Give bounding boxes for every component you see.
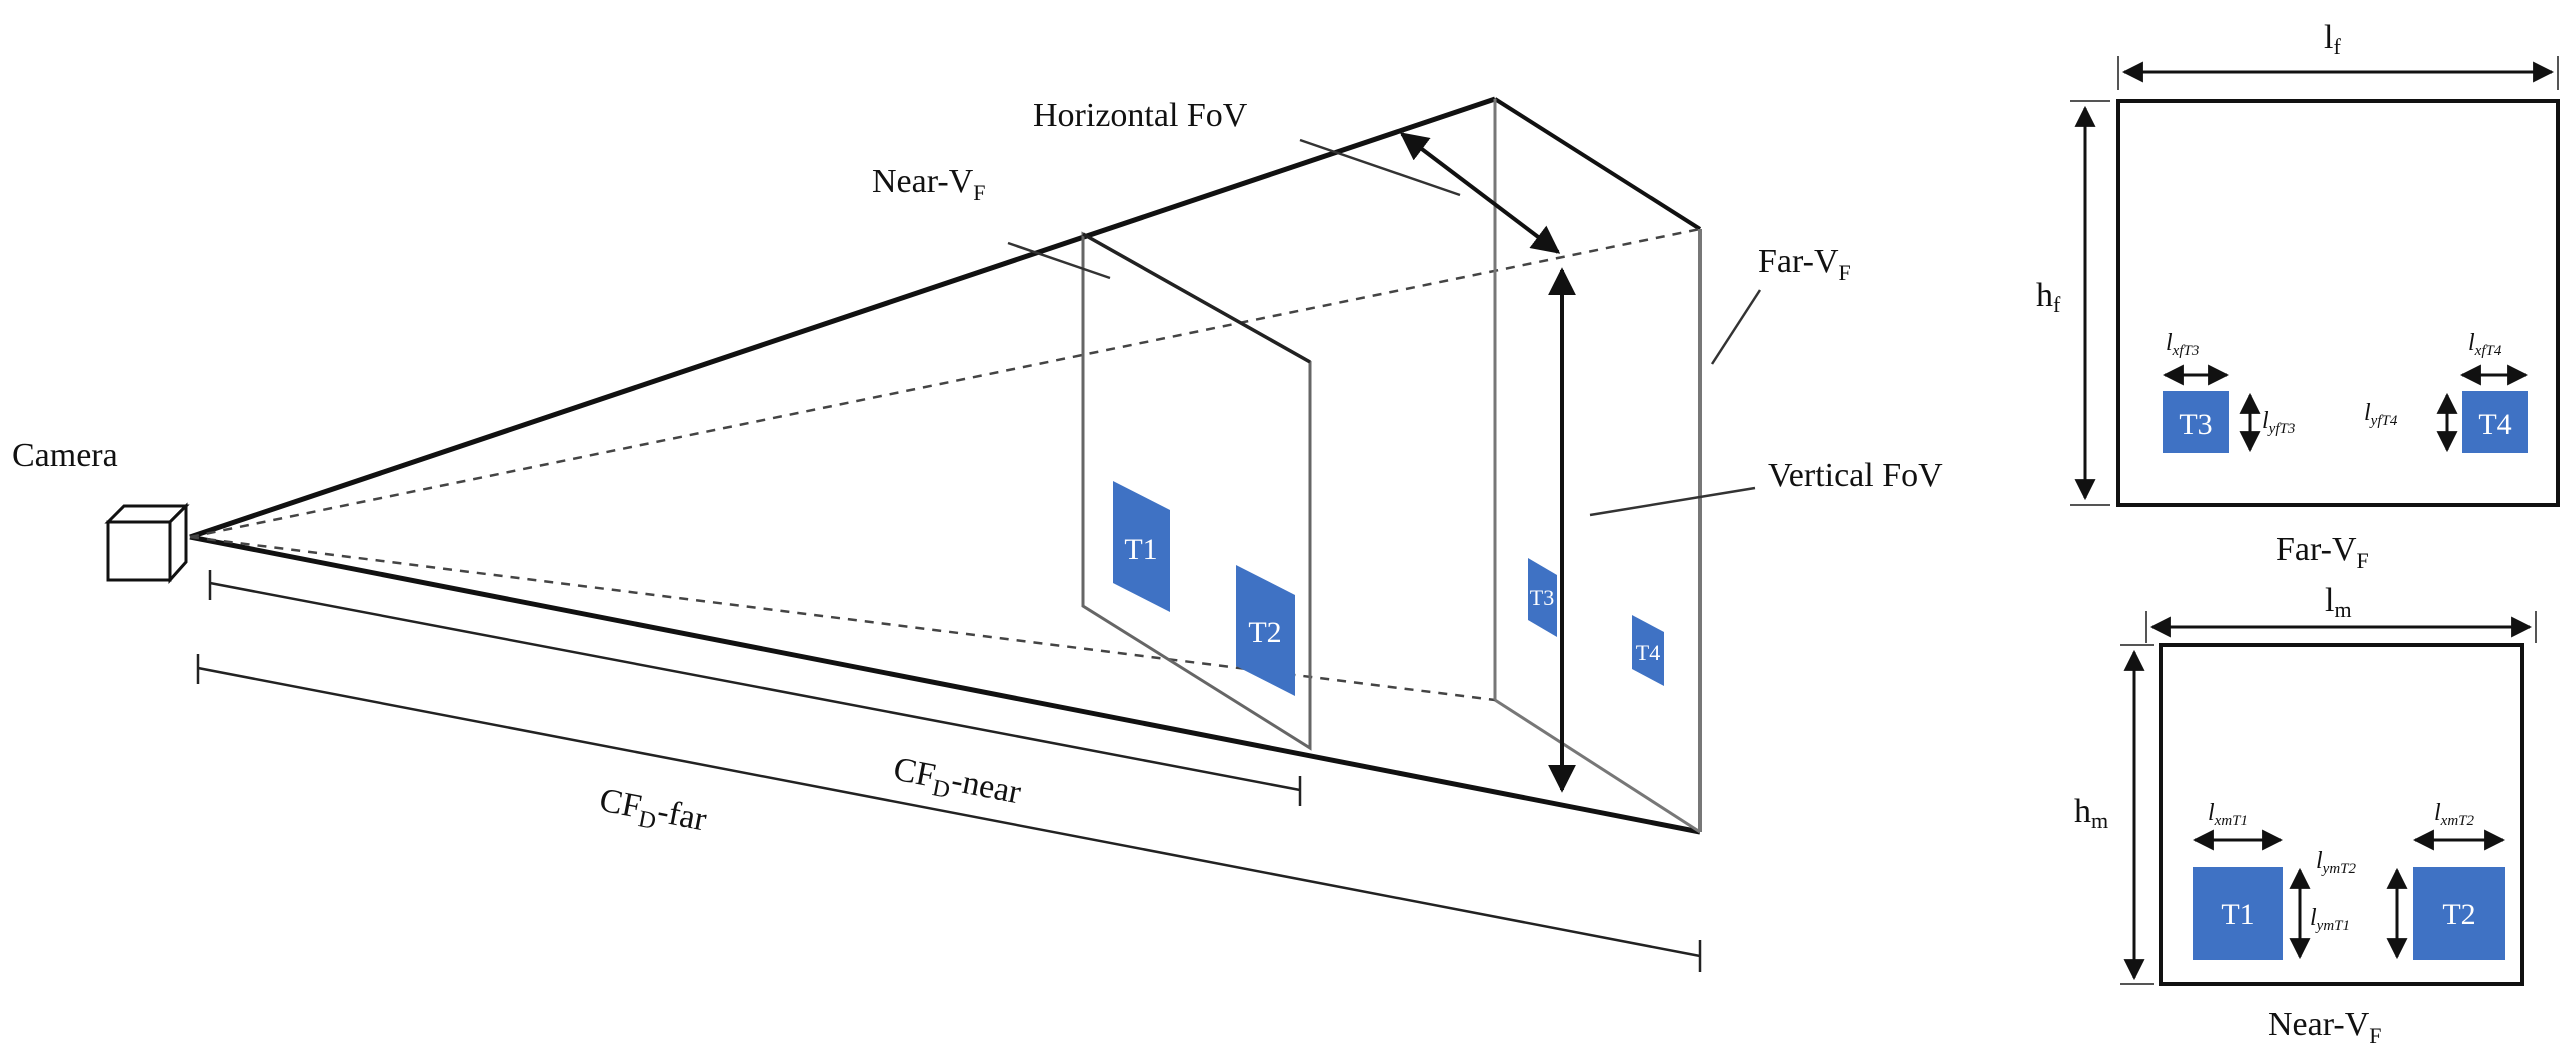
- far-plane-label: Far-VF: [1758, 243, 1851, 285]
- cf-far-dimension: [196, 654, 1702, 972]
- frustum-bottom-edge: [189, 534, 1701, 835]
- frustum-hidden-top-edge: [189, 227, 1701, 539]
- near-target-t1: [2193, 867, 2283, 960]
- target-t4: [1632, 615, 1664, 686]
- near-target-t2-label: T2: [2442, 898, 2475, 931]
- far-width-label: lf: [2324, 19, 2341, 59]
- far-plane-leader: [1710, 289, 1762, 365]
- target-t2-label: T2: [1248, 616, 1281, 649]
- horizontal-fov-leader: [1299, 138, 1461, 197]
- far-plane-bottom-edge: [1494, 698, 1701, 834]
- far-view-panel: lf hf T3 lxfT3 lyfT3 T4 lxfT4 lyfT4 Far-…: [2036, 19, 2560, 573]
- far-t3-x-label: lxfT3: [2166, 330, 2199, 359]
- frustum-top-edge: [189, 96, 1496, 540]
- near-width-label: lm: [2325, 582, 2352, 622]
- target-t3-label: T3: [1530, 585, 1554, 610]
- near-plane-label: Near-VF: [872, 163, 986, 205]
- near-panel-caption: Near-VF: [2268, 1006, 2382, 1048]
- vertical-fov-leader: [1589, 486, 1756, 517]
- near-t2-y-label: lymT2: [2316, 848, 2357, 877]
- far-plane-top-edge: [1493, 97, 1702, 231]
- horizontal-fov-label: Horizontal FoV: [1033, 97, 1248, 134]
- frustum-hidden-bottom-edge: [189, 535, 1496, 702]
- far-panel-caption: Far-VF: [2276, 531, 2369, 573]
- cf-near-label: CFD-near: [889, 751, 1024, 818]
- near-view-panel: lm hm T1 lxmT1 lymT1 T2 lxmT2 lymT2 Near…: [2074, 582, 2537, 1048]
- target-t2: [1236, 565, 1295, 696]
- far-target-t3: [2163, 391, 2229, 453]
- far-target-t4: [2462, 391, 2528, 453]
- vertical-fov-label: Vertical FoV: [1768, 457, 1943, 494]
- target-t1-label: T1: [1124, 533, 1157, 566]
- near-plane-top-edge: [1082, 232, 1311, 364]
- near-t1-x-label: lxmT1: [2208, 800, 2248, 829]
- far-target-t3-label: T3: [2179, 408, 2212, 441]
- far-t3-y-label: lyfT3: [2262, 408, 2295, 437]
- near-t2-x-label: lxmT2: [2434, 800, 2475, 829]
- camera-icon: [104, 502, 190, 584]
- near-target-t2: [2413, 867, 2505, 960]
- near-height-label: hm: [2074, 793, 2108, 833]
- near-plane-leader: [1007, 241, 1111, 280]
- camera-label: Camera: [12, 437, 118, 474]
- far-t4-x-label: lxfT4: [2468, 330, 2502, 359]
- far-target-t4-label: T4: [2478, 408, 2511, 441]
- near-t1-y-label: lymT1: [2310, 905, 2350, 934]
- far-t4-y-label: lyfT4: [2364, 400, 2398, 429]
- target-t4-label: T4: [1636, 640, 1660, 665]
- horizontal-fov-arrow: [1399, 132, 1561, 254]
- cf-near-dimension: [208, 570, 1302, 806]
- far-height-label: hf: [2036, 277, 2061, 317]
- target-t1: [1113, 481, 1170, 612]
- frustum: T1 T2 T3 T4 Camera Near-VF Horizontal F: [12, 96, 1943, 972]
- near-target-t1-label: T1: [2221, 898, 2254, 931]
- cf-far-label: CFD-far: [595, 782, 710, 845]
